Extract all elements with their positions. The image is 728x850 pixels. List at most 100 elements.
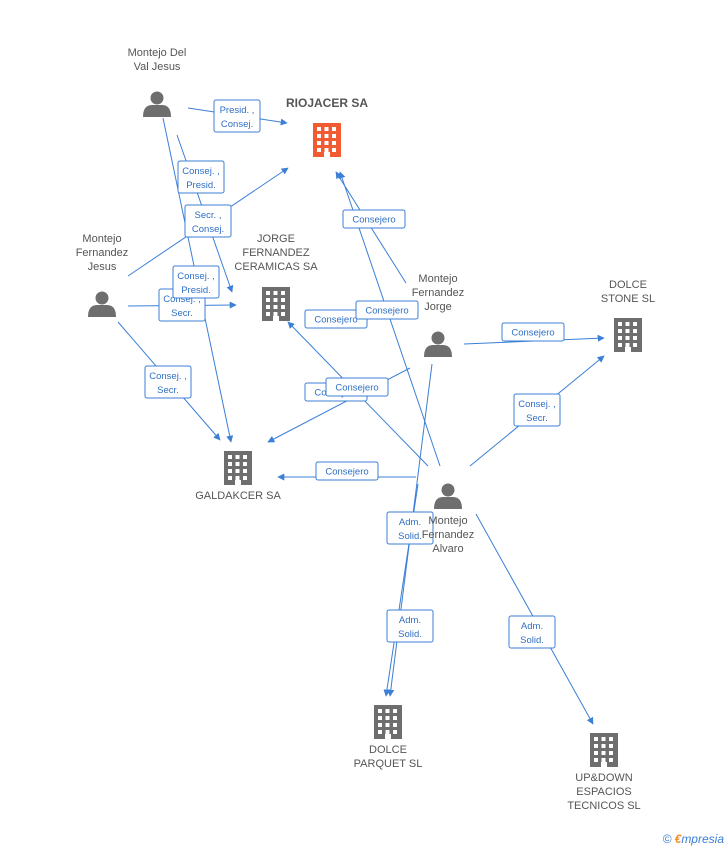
building-window xyxy=(332,141,336,145)
building-window xyxy=(243,476,247,480)
brand-watermark: ©€mpresia xyxy=(663,832,724,846)
building-window xyxy=(378,730,382,734)
building-window xyxy=(378,709,382,713)
node-label: Montejo xyxy=(82,233,121,245)
building-window xyxy=(324,141,329,145)
edge-label-box[interactable]: Consejero xyxy=(355,300,419,320)
edge-label-frame xyxy=(386,609,434,643)
edge-label-box[interactable]: Consej. , Secr. xyxy=(513,393,561,427)
edge-label-box[interactable]: Consej. ,Presid. xyxy=(177,160,225,194)
building-window xyxy=(324,134,329,138)
node-label: Alvaro xyxy=(432,543,463,555)
edge-label-box[interactable]: Consejero xyxy=(325,377,389,397)
edge-label-text: Consej. xyxy=(221,119,253,130)
building-window xyxy=(625,336,630,340)
building-icon[interactable] xyxy=(224,451,252,485)
edge-label-text: Solid. xyxy=(520,635,544,646)
node-label: PARQUET SL xyxy=(354,758,423,770)
building-window xyxy=(235,462,240,466)
edge-label-frame xyxy=(501,322,565,342)
building-window xyxy=(618,336,622,340)
edge-label-box[interactable]: Consej. ,Presid. xyxy=(172,265,220,299)
node-label: GALDAKCER SA xyxy=(195,490,281,502)
node-label: RIOJACER SA xyxy=(286,96,368,110)
edge-label-text: Secr. xyxy=(526,413,548,424)
building-window xyxy=(281,312,285,316)
person-icon[interactable] xyxy=(143,91,171,118)
edge-label-text: Solid. xyxy=(398,629,422,640)
building-door xyxy=(625,347,631,352)
edge-label-frame xyxy=(508,615,556,649)
edge-label-frame xyxy=(144,365,192,399)
edge-label-text: Consejero xyxy=(365,306,408,317)
building-window xyxy=(266,291,270,295)
edge-label-text: Secr. xyxy=(157,385,179,396)
edge-label-box[interactable]: Adm.Solid. xyxy=(386,609,434,643)
edge-label-box[interactable]: Consej. , Secr. xyxy=(144,365,192,399)
building-window xyxy=(317,127,321,131)
building-window xyxy=(618,329,622,333)
building-window xyxy=(625,322,630,326)
edge-label-box[interactable]: Consejero xyxy=(342,209,406,229)
building-window xyxy=(243,462,247,466)
building-window xyxy=(609,758,613,762)
building-icon[interactable] xyxy=(590,733,618,767)
node-label: STONE SL xyxy=(601,293,655,305)
building-icon[interactable] xyxy=(262,287,290,321)
building-window xyxy=(332,127,336,131)
person-icon[interactable] xyxy=(88,291,116,318)
building-window xyxy=(601,737,606,741)
node-label: UP&DOWN xyxy=(575,772,633,784)
edge-label-box[interactable]: Adm.Solid. xyxy=(386,511,434,545)
edge-label-box[interactable]: Adm.Solid. xyxy=(508,615,556,649)
person-icon-body xyxy=(143,105,171,117)
building-window xyxy=(266,298,270,302)
edge-label-box[interactable]: Presid. ,Consej. xyxy=(213,99,261,133)
edge-label-text: Presid. xyxy=(181,285,211,296)
building-window xyxy=(594,758,598,762)
building-window xyxy=(601,744,606,748)
node-label: Fernandez xyxy=(422,529,475,541)
edge-label-text: Consej. , xyxy=(149,371,187,382)
building-door xyxy=(324,152,330,157)
person-icon-body xyxy=(88,305,116,317)
node-galdakcer[interactable]: GALDAKCER SA xyxy=(195,451,281,502)
building-window xyxy=(618,322,622,326)
building-icon[interactable] xyxy=(614,318,642,352)
building-icon[interactable] xyxy=(313,123,341,157)
building-window xyxy=(609,737,613,741)
building-window xyxy=(609,751,613,755)
edge-label-text: Consej. , xyxy=(518,399,556,410)
building-window xyxy=(228,469,232,473)
person-icon[interactable] xyxy=(434,483,462,510)
node-label: JORGE xyxy=(257,233,295,245)
building-window xyxy=(393,709,397,713)
building-window xyxy=(235,476,240,480)
edge-label-box[interactable]: Consejero xyxy=(501,322,565,342)
building-window xyxy=(243,469,247,473)
node-label: Fernandez xyxy=(412,287,465,299)
edge-label-text: Consejero xyxy=(325,467,368,478)
person-icon[interactable] xyxy=(424,331,452,358)
edge-label-frame xyxy=(213,99,261,133)
edge-label-box[interactable]: Consejero xyxy=(315,461,379,481)
building-window xyxy=(235,455,240,459)
person-icon-body xyxy=(434,497,462,509)
edge-label-text: Solid. xyxy=(398,531,422,542)
edge-label-box[interactable]: Secr. ,Consej. xyxy=(184,204,232,238)
node-label: Val Jesus xyxy=(134,61,181,73)
building-window xyxy=(228,476,232,480)
building-icon[interactable] xyxy=(374,705,402,739)
edge-label-text: Consej. , xyxy=(163,294,201,305)
building-window xyxy=(281,298,285,302)
node-riojacer[interactable]: RIOJACER SA xyxy=(286,96,368,157)
